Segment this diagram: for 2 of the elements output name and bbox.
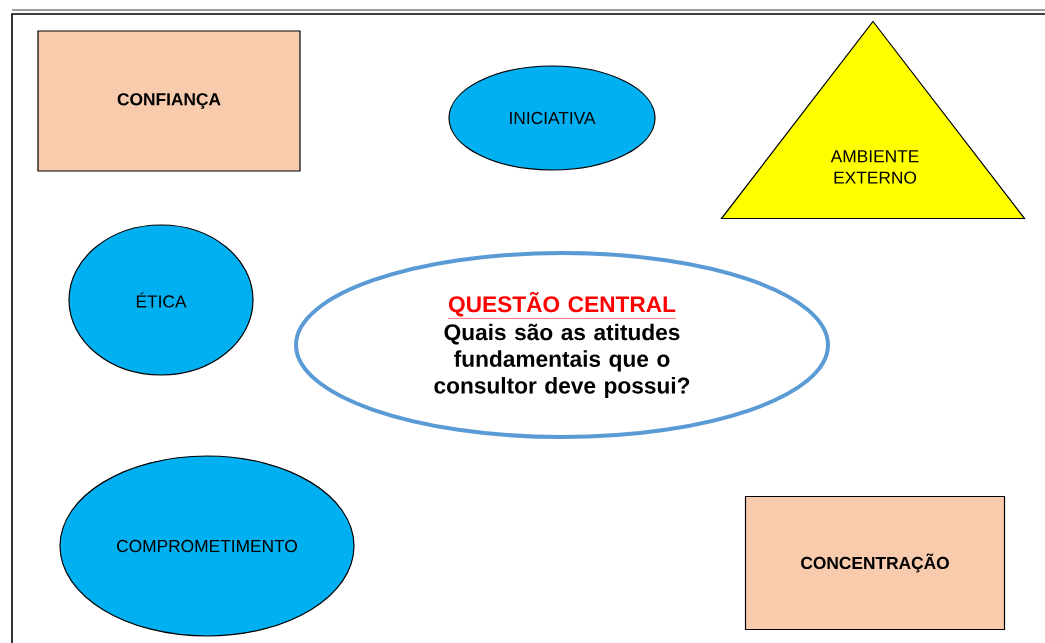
rectangle-box: CONCENTRAÇÃO [744, 495, 1006, 631]
rectangle-box: CONFIANÇA [37, 30, 301, 172]
